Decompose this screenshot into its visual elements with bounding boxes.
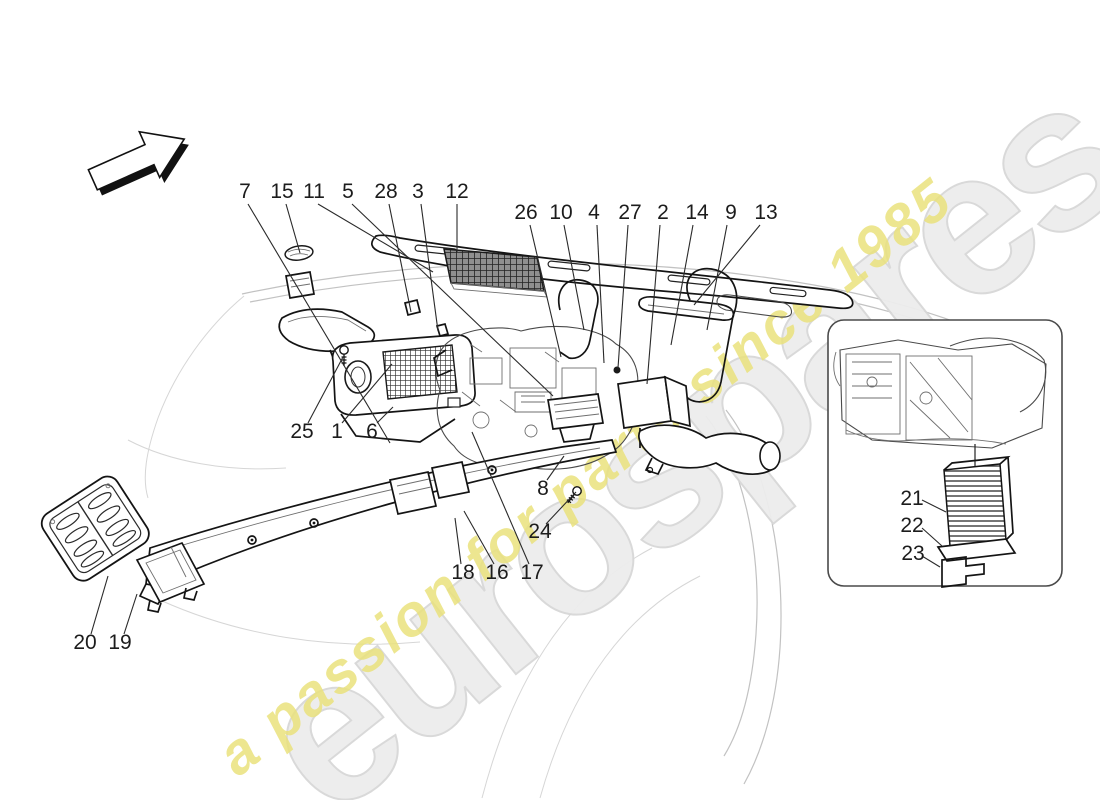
leader-line-13	[693, 224, 761, 306]
leader-line-1	[341, 363, 393, 424]
leader-line-6	[376, 406, 394, 424]
inset-hvac-drawing	[833, 337, 1047, 449]
part-label-9: 9	[725, 201, 737, 224]
leader-line-16	[463, 510, 495, 565]
part-label-25: 25	[290, 420, 313, 443]
leader-line-3	[420, 203, 439, 332]
part-label-18: 18	[451, 561, 474, 584]
cabin-filter-21	[943, 455, 1014, 547]
part-label-7: 7	[239, 180, 251, 203]
part-label-11: 11	[303, 180, 325, 203]
right-vent-assembly	[617, 267, 781, 476]
direction-arrow-icon	[87, 130, 189, 196]
center-vent	[547, 393, 604, 443]
leader-line-24	[545, 491, 577, 525]
leader-line-11	[317, 203, 434, 273]
part-label-10: 10	[549, 201, 572, 224]
part-label-21: 21	[900, 487, 923, 510]
part-label-12: 12	[445, 180, 468, 203]
leader-line-2	[646, 224, 661, 385]
part-label-22: 22	[900, 514, 923, 537]
leader-line-15	[285, 203, 301, 254]
part-label-20: 20	[73, 631, 96, 654]
part-label-16: 16	[485, 561, 508, 584]
part-label-6: 6	[366, 420, 378, 443]
part-label-1: 1	[331, 420, 343, 443]
leader-line-22	[921, 527, 943, 547]
leader-line-4	[596, 224, 605, 364]
part-label-5: 5	[342, 180, 354, 203]
leader-line-10	[563, 224, 585, 331]
side-duct-19	[135, 541, 206, 613]
part-label-27: 27	[618, 201, 641, 224]
part-label-3: 3	[412, 180, 424, 203]
fastener-27	[613, 366, 621, 374]
screw-fasteners	[339, 345, 621, 504]
filter-bracket-23	[941, 556, 985, 588]
leader-line-28	[388, 203, 412, 313]
leader-line-17	[471, 431, 530, 565]
side-vent-20	[40, 475, 150, 582]
part-label-13: 13	[754, 201, 777, 224]
leader-line-14	[670, 224, 694, 346]
part-label-17: 17	[520, 561, 543, 584]
leader-line-7	[247, 203, 391, 444]
part-label-24: 24	[528, 520, 552, 543]
leader-line-18	[454, 517, 462, 565]
part-label-26: 26	[514, 201, 537, 224]
leader-line-23	[921, 555, 941, 568]
left-demister-parts	[278, 245, 376, 361]
leader-line-20	[90, 575, 109, 635]
part-label-23: 23	[901, 542, 924, 565]
leader-line-26	[529, 224, 562, 358]
leader-line-5	[351, 203, 554, 397]
part-label-8: 8	[537, 477, 549, 500]
screw-25	[339, 345, 349, 366]
leader-line-27	[617, 224, 629, 369]
part-label-4: 4	[588, 201, 600, 224]
leader-line-21	[921, 499, 947, 513]
leader-line-25	[307, 356, 344, 424]
part-label-19: 19	[108, 631, 131, 654]
part-label-15: 15	[270, 180, 293, 203]
leader-line-19	[123, 593, 138, 635]
leader-line-8	[546, 455, 565, 481]
part-label-28: 28	[374, 180, 397, 203]
filter-cover-22	[936, 538, 1017, 562]
part-label-2: 2	[657, 201, 669, 224]
inset-detail-box	[827, 319, 1063, 588]
part-label-14: 14	[685, 201, 709, 224]
